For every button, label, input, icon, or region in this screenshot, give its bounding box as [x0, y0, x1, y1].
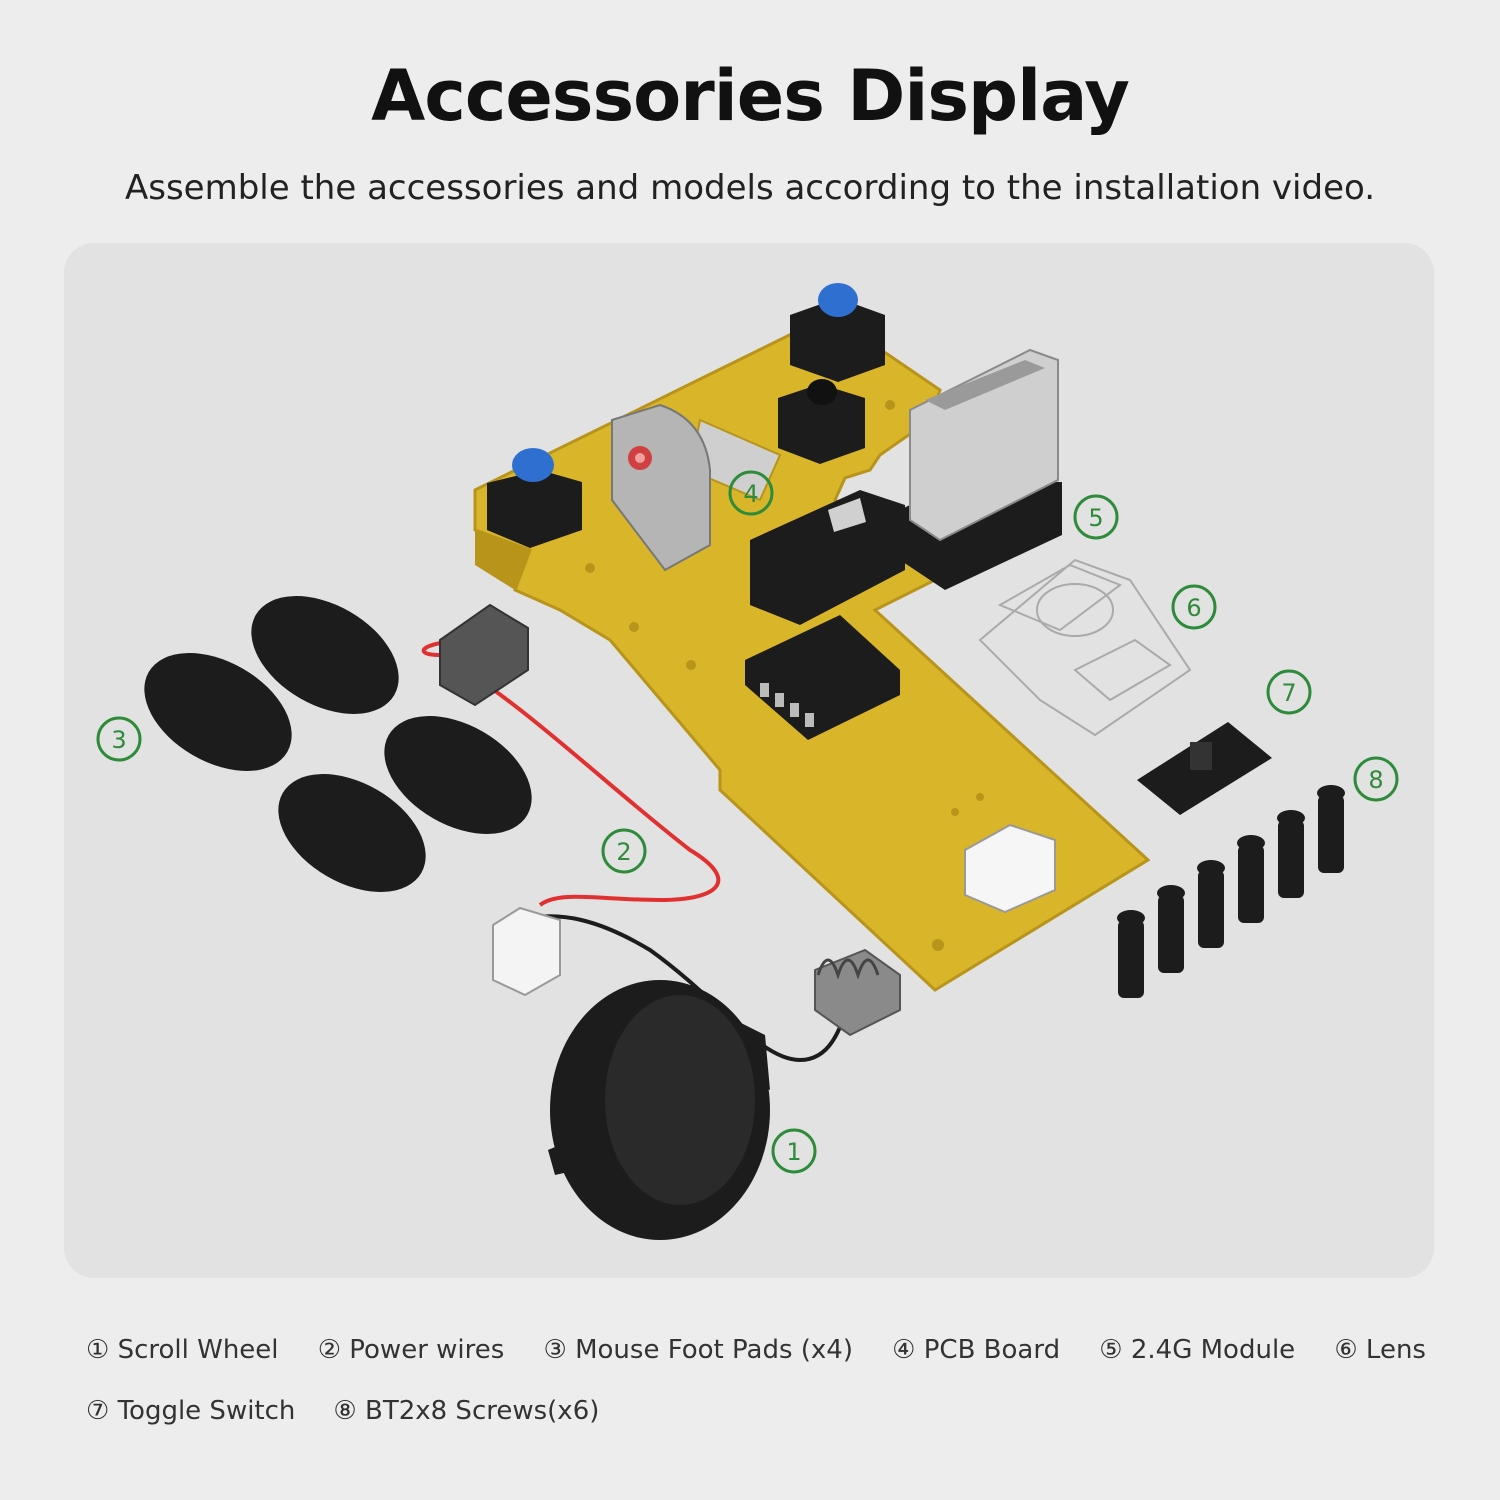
legend-row-2: ⑦ Toggle Switch ⑧ BT2x8 Screws(x6) — [86, 1391, 1426, 1431]
legend-row-1: ① Scroll Wheel ② Power wires ③ Mouse Foo… — [86, 1330, 1426, 1370]
callout-7: 7 — [1266, 669, 1312, 715]
callout-8: 8 — [1353, 756, 1399, 802]
usb-module — [900, 348, 1062, 590]
svg-text:8: 8 — [1368, 766, 1383, 794]
page-title: Accessories Display — [371, 55, 1130, 137]
pcb-connector — [964, 823, 1056, 914]
legend-item-lens: ⑥ Lens — [1334, 1335, 1426, 1365]
lens — [978, 558, 1192, 737]
parts-legend: ① Scroll Wheel ② Power wires ③ Mouse Foo… — [86, 1330, 1426, 1431]
battery-spring — [814, 948, 901, 1037]
tactile-button-middle — [778, 379, 865, 464]
tactile-button-top — [790, 283, 885, 382]
tactile-button-left — [487, 448, 582, 548]
encoder — [611, 403, 711, 572]
callout-6: 6 — [1171, 584, 1217, 630]
svg-text:5: 5 — [1088, 504, 1103, 532]
svg-text:1: 1 — [786, 1138, 801, 1166]
toggle-switch — [1137, 722, 1272, 815]
foot-pads — [144, 596, 532, 892]
legend-item-scroll-wheel: ① Scroll Wheel — [86, 1335, 279, 1365]
sensor-chip — [745, 615, 900, 740]
chip-block — [750, 490, 905, 625]
screws — [1117, 785, 1345, 998]
callout-4: 4 — [728, 470, 774, 516]
legend-item-screws: ⑧ BT2x8 Screws(x6) — [333, 1396, 600, 1426]
legend-item-foot-pads: ③ Mouse Foot Pads (x4) — [543, 1335, 853, 1365]
legend-item-power-wires: ② Power wires — [317, 1335, 505, 1365]
callout-2: 2 — [601, 828, 647, 874]
callout-5: 5 — [1073, 494, 1119, 540]
callout-3: 3 — [96, 716, 142, 762]
callout-1: 1 — [771, 1128, 817, 1174]
svg-text:6: 6 — [1186, 594, 1201, 622]
legend-item-toggle-switch: ⑦ Toggle Switch — [86, 1396, 296, 1426]
svg-text:2: 2 — [616, 838, 631, 866]
scroll-wheel — [548, 980, 770, 1240]
page-subtitle: Assemble the accessories and models acco… — [124, 168, 1375, 208]
legend-item-pcb-board: ④ PCB Board — [892, 1335, 1061, 1365]
svg-text:7: 7 — [1281, 679, 1296, 707]
legend-item-2-4g-module: ⑤ 2.4G Module — [1099, 1335, 1296, 1365]
svg-text:4: 4 — [743, 480, 758, 508]
svg-text:3: 3 — [111, 726, 126, 754]
